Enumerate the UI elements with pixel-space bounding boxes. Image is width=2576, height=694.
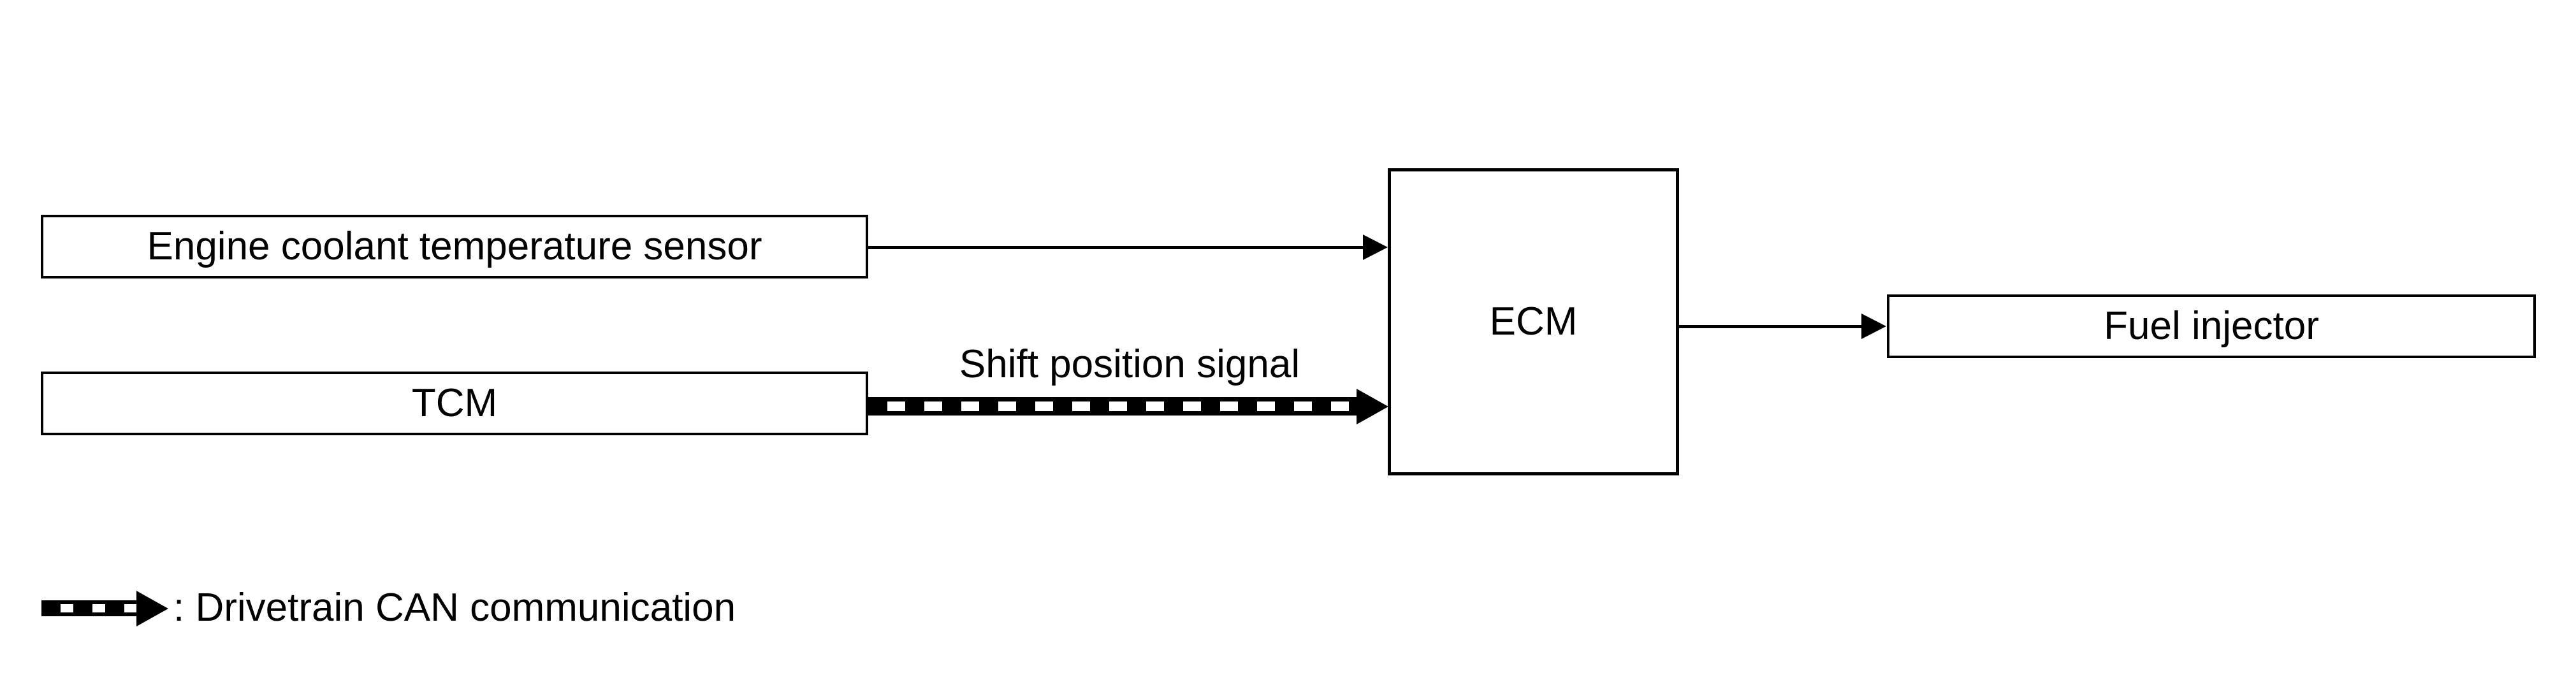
sensor-to-ecm-arrowhead-icon — [1363, 235, 1388, 260]
sensor-to-ecm-arrow-line — [868, 246, 1364, 249]
legend-can-arrow-icon — [41, 600, 137, 616]
ecm-label: ECM — [1489, 300, 1578, 343]
fuel-injector-label: Fuel injector — [2104, 304, 2319, 348]
shift-position-signal-label: Shift position signal — [959, 342, 1300, 386]
engine-coolant-temperature-sensor-box: Engine coolant temperature sensor — [41, 215, 868, 278]
ecm-to-injector-arrowhead-icon — [1861, 314, 1886, 339]
tcm-to-ecm-can-arrowhead-icon — [1357, 389, 1388, 424]
ecm-to-injector-arrow-line — [1679, 325, 1863, 328]
tcm-to-ecm-can-arrow-line — [868, 397, 1357, 416]
engine-coolant-temperature-sensor-label: Engine coolant temperature sensor — [147, 224, 762, 268]
legend-can-arrowhead-icon — [136, 591, 168, 626]
tcm-box: TCM — [41, 372, 868, 435]
ecm-box: ECM — [1388, 168, 1679, 475]
tcm-label: TCM — [411, 381, 498, 425]
legend-label: : Drivetrain CAN communication — [173, 586, 736, 630]
fuel-injector-box: Fuel injector — [1887, 294, 2536, 358]
